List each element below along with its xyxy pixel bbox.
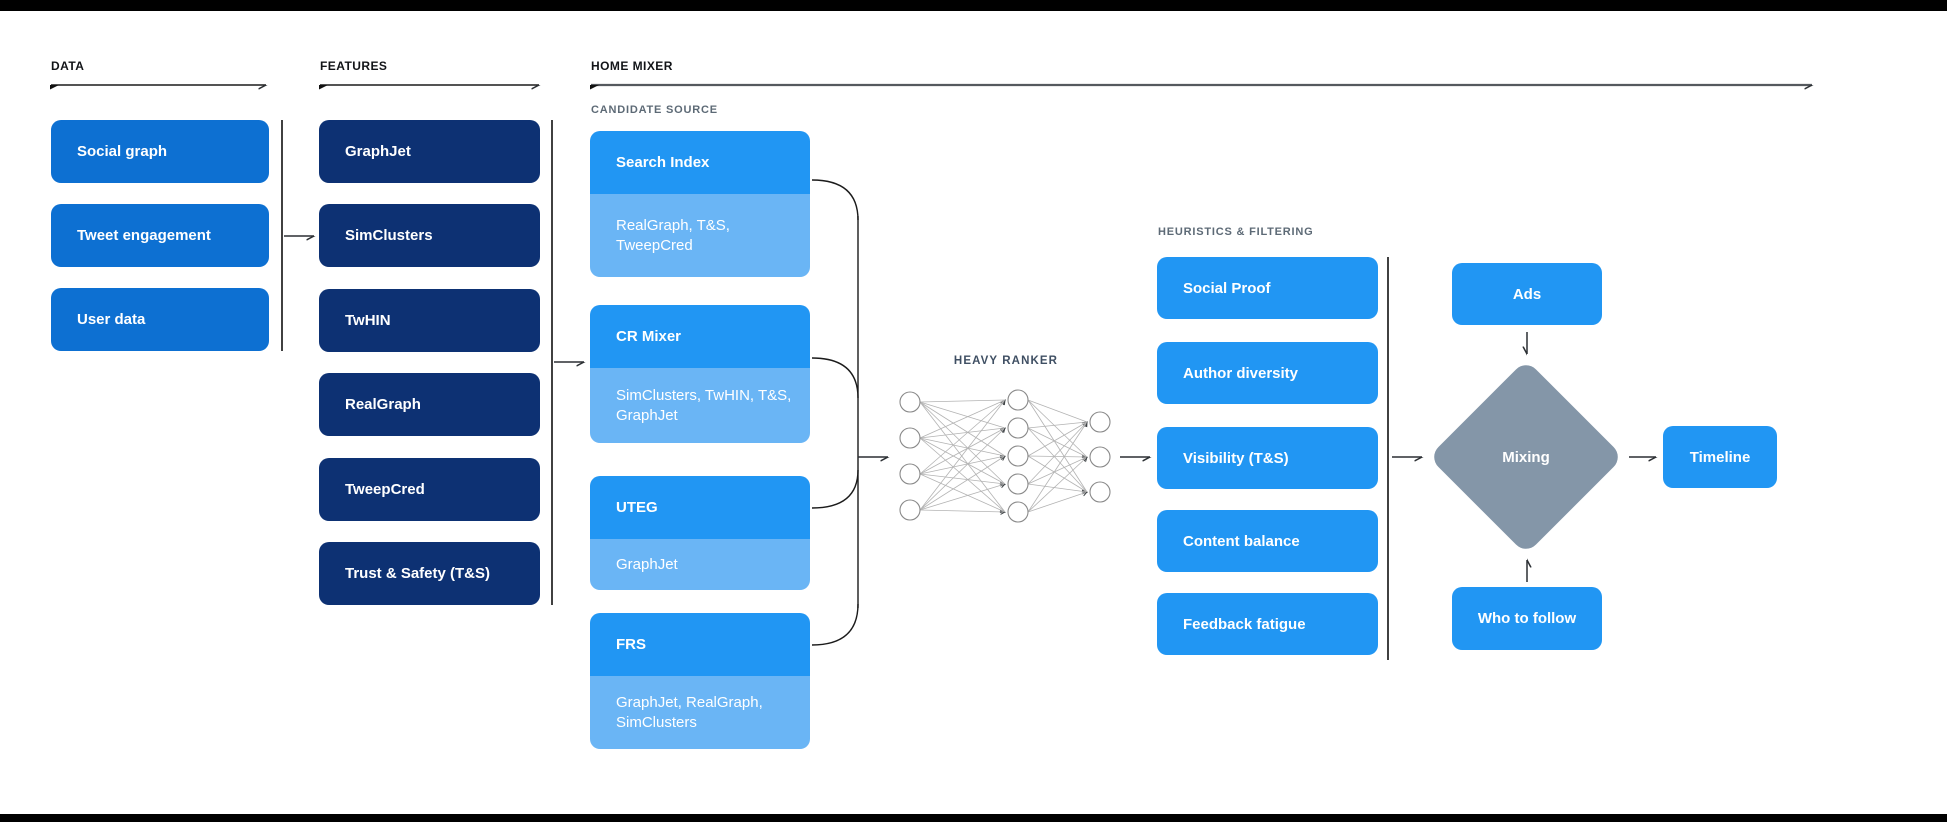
data-box: Tweet engagement <box>51 204 269 267</box>
subheader-candidate-source: CANDIDATE SOURCE <box>591 104 718 116</box>
timeline-box: Timeline <box>1663 426 1777 488</box>
mixing-diamond: Mixing <box>1428 359 1624 555</box>
features-box: GraphJet <box>319 120 540 183</box>
section-header-home-mixer: HOME MIXER <box>591 59 673 73</box>
features-box: Trust & Safety (T&S) <box>319 542 540 605</box>
flow-arrows <box>284 235 1656 582</box>
candidate-features-box: SimClusters, TwHIN, T&S, GraphJet <box>590 368 810 443</box>
heavy-ranker-network <box>899 389 1111 523</box>
bottom-black-bar <box>0 814 1947 822</box>
heavy-ranker-label: HEAVY RANKER <box>953 355 1059 367</box>
candidate-features-box: GraphJet <box>590 539 810 590</box>
filter-box: Social Proof <box>1157 257 1378 319</box>
network-node <box>899 391 921 413</box>
features-box: SimClusters <box>319 204 540 267</box>
ads-box: Ads <box>1452 263 1602 325</box>
filter-box: Content balance <box>1157 510 1378 572</box>
section-header-features: FEATURES <box>320 59 388 73</box>
candidate-source-box: Search Index <box>590 131 810 194</box>
data-box: Social graph <box>51 120 269 183</box>
network-node <box>1007 445 1029 467</box>
filter-box: Visibility (T&S) <box>1157 427 1378 489</box>
who-to-follow-box: Who to follow <box>1452 587 1602 650</box>
network-node <box>1007 389 1029 411</box>
network-node <box>899 463 921 485</box>
network-node <box>1007 501 1029 523</box>
candidate-features-box: RealGraph, T&S, TweepCred <box>590 194 810 277</box>
filter-box: Feedback fatigue <box>1157 593 1378 655</box>
network-node <box>1089 481 1111 503</box>
network-node <box>1007 473 1029 495</box>
network-node <box>1089 446 1111 468</box>
candidate-features-box: GraphJet, RealGraph, SimClusters <box>590 676 810 749</box>
features-box: TweepCred <box>319 458 540 521</box>
features-box: TwHIN <box>319 289 540 352</box>
candidate-source-box: UTEG <box>590 476 810 539</box>
candidate-merge-curves <box>811 179 859 646</box>
mixing-label: Mixing <box>1502 448 1550 466</box>
network-node <box>1089 411 1111 433</box>
candidate-source-box: CR Mixer <box>590 305 810 368</box>
subheader-heuristics-filtering: HEURISTICS & FILTERING <box>1158 226 1314 238</box>
network-node <box>899 427 921 449</box>
filter-box: Author diversity <box>1157 342 1378 404</box>
top-black-bar <box>0 0 1947 11</box>
features-box: RealGraph <box>319 373 540 436</box>
candidate-source-box: FRS <box>590 613 810 676</box>
network-node <box>899 499 921 521</box>
data-box: User data <box>51 288 269 351</box>
network-node <box>1007 417 1029 439</box>
section-header-data: DATA <box>51 59 85 73</box>
